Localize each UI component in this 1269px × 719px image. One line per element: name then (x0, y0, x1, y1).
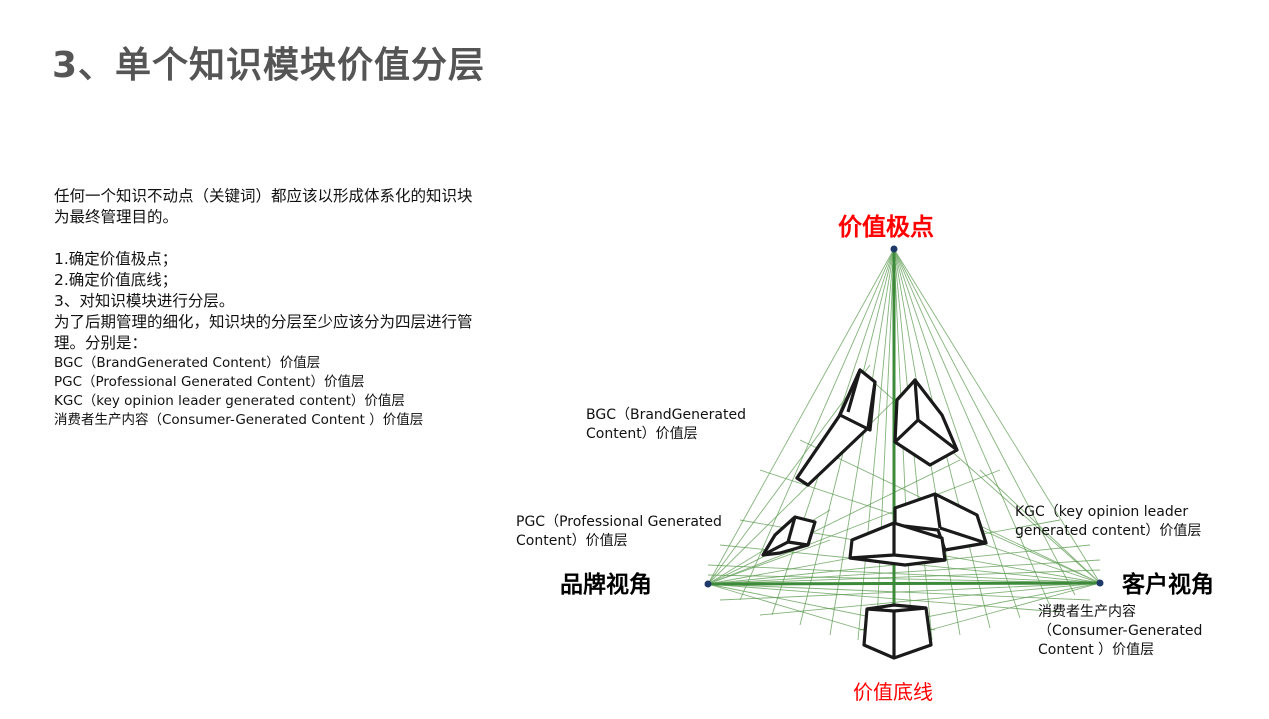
vertex-dots (704, 245, 1104, 588)
kgc-layer-label: KGC（key opinion leader generated content… (1015, 504, 1202, 539)
step-3: 3、对知识模块进行分层。 (54, 292, 235, 310)
cgc-layer-label: 消费者生产内容 （Consumer-Generated Content ）价值层 (1038, 604, 1203, 658)
layer-pgc: PGC（Professional Generated Content）价值层 (54, 374, 365, 390)
layer-kgc: KGC（key opinion leader generated content… (54, 393, 405, 409)
brand-perspective-label: 品牌视角 (560, 572, 652, 598)
slide-title: 3、单个知识模块价值分层 (52, 45, 486, 86)
value-pole-label: 价值极点 (838, 213, 934, 241)
pgc-layer-label: PGC（Professional Generated Content）价值层 (516, 514, 722, 549)
horizontal-axis (707, 581, 1101, 586)
top-vertex-dot (890, 245, 898, 253)
box-bgc-right (893, 378, 959, 467)
box-middle (848, 521, 947, 567)
value-baseline-label: 价值底线 (853, 680, 933, 704)
step-2: 2.确定价值底线； (54, 271, 178, 289)
box-bgc-left (795, 368, 877, 487)
box-bottom (862, 603, 933, 660)
right-vertex-dot (1096, 579, 1104, 587)
box-pgc (761, 515, 817, 557)
layer-bgc: BGC（BrandGenerated Content）价值层 (54, 355, 321, 371)
layer-cgc: 消费者生产内容（Consumer-Generated Content ）价值层 (54, 412, 424, 428)
layering-note: 为了后期管理的细化，知识块的分层至少应该分为四层进行管理。分别是： (54, 313, 473, 352)
step-1: 1.确定价值极点； (54, 250, 178, 268)
intro-paragraph: 任何一个知识不动点（关键词）都应该以形成体系化的知识块为最终管理目的。 (54, 187, 473, 226)
left-vertex-dot (704, 580, 712, 588)
body-text: 任何一个知识不动点（关键词）都应该以形成体系化的知识块为最终管理目的。 1.确定… (54, 186, 474, 430)
bgc-layer-label: BGC（BrandGenerated Content）价值层 (586, 407, 746, 442)
customer-perspective-label: 客户视角 (1122, 572, 1214, 598)
boxes (761, 368, 988, 660)
